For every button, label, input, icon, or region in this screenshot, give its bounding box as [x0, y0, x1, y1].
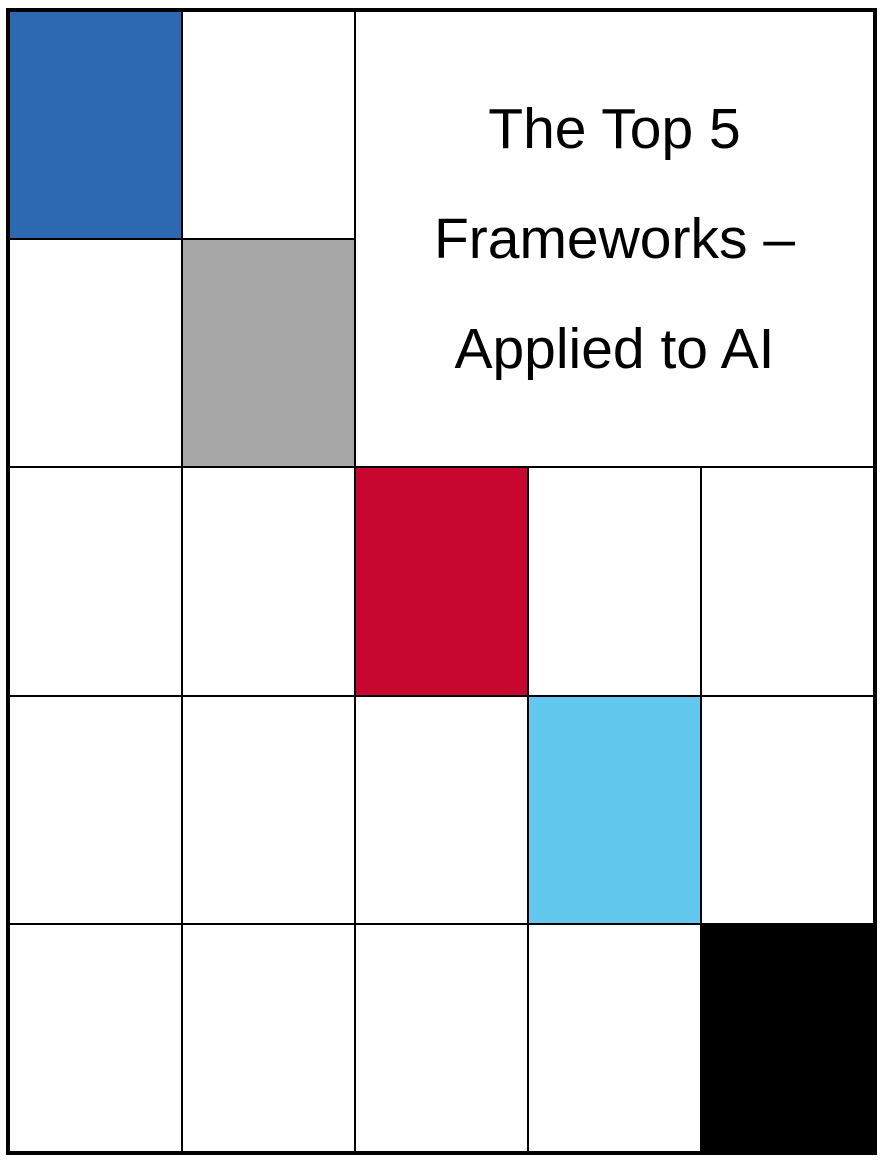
colored-cell-light-blue	[528, 695, 701, 924]
colored-cell-blue	[9, 11, 182, 240]
empty-cell	[182, 467, 355, 696]
empty-cell	[355, 923, 528, 1152]
empty-cell	[528, 923, 701, 1152]
empty-cell	[9, 695, 182, 924]
empty-cell	[355, 695, 528, 924]
empty-cell	[182, 11, 355, 240]
title-line-1: The Top 5	[488, 97, 741, 162]
colored-cell-black	[701, 923, 874, 1152]
empty-cell	[701, 467, 874, 696]
empty-cell	[9, 923, 182, 1152]
colored-cell-gray	[182, 239, 355, 468]
empty-cell	[701, 695, 874, 924]
empty-cell	[182, 923, 355, 1152]
title-cell: The Top 5 Frameworks – Applied to AI	[355, 11, 874, 468]
empty-cell	[528, 467, 701, 696]
empty-cell	[182, 695, 355, 924]
title-line-2: Frameworks –	[433, 207, 796, 272]
title-line-3: Applied to AI	[454, 317, 775, 382]
empty-cell	[9, 467, 182, 696]
colored-cell-red	[355, 467, 528, 696]
frameworks-table: The Top 5 Frameworks – Applied to AI	[6, 8, 877, 1155]
empty-cell	[9, 239, 182, 468]
